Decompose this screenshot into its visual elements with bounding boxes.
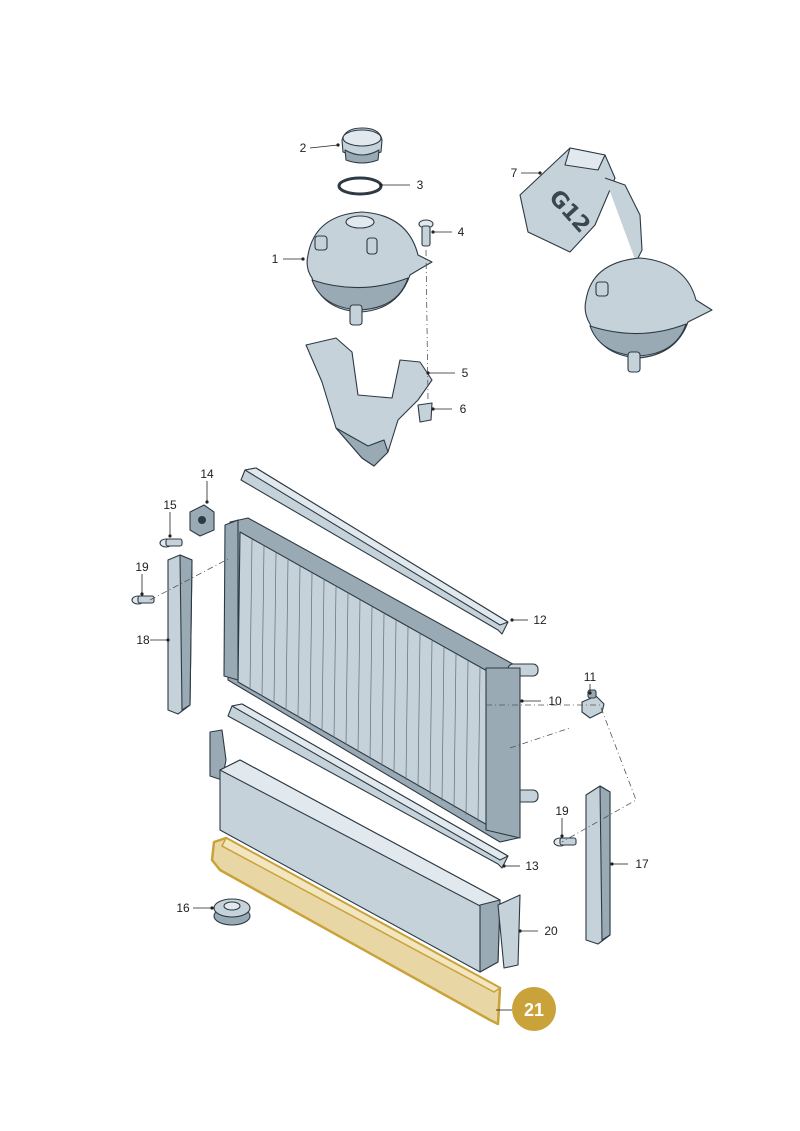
callout-1-label: 1 — [272, 252, 279, 266]
callout-10: 10 — [520, 694, 562, 708]
callout-17-label: 17 — [635, 857, 649, 871]
callout-15-label: 15 — [163, 498, 177, 512]
clip-nut[interactable] — [417, 402, 433, 423]
callout-19-left: 19 — [135, 560, 149, 596]
callout-14-label: 14 — [200, 467, 214, 481]
callout-11-label: 11 — [584, 670, 597, 684]
highlighted-seal-21[interactable] — [210, 836, 502, 1026]
callout-4-label: 4 — [458, 225, 465, 239]
callout-15: 15 — [163, 498, 177, 538]
callout-12-label: 12 — [533, 613, 547, 627]
callout-18-label: 18 — [136, 633, 150, 647]
callout-17: 17 — [610, 857, 649, 871]
screw-4[interactable] — [418, 219, 434, 247]
callout-14: 14 — [200, 467, 214, 504]
reservoir-cap[interactable] — [341, 127, 383, 164]
callout-16: 16 — [176, 901, 214, 915]
left-side-panel[interactable] — [167, 554, 193, 715]
assembly-lines — [149, 249, 637, 843]
callout-2-label: 2 — [300, 141, 307, 155]
callout-1: 1 — [272, 252, 305, 266]
callout-7: 7 — [511, 166, 542, 180]
expansion-tank[interactable] — [306, 211, 433, 326]
callout-7-label: 7 — [511, 166, 518, 180]
radiator-fins — [249, 538, 481, 823]
callout-5-label: 5 — [462, 366, 469, 380]
callout-10-label: 10 — [548, 694, 562, 708]
callout-3-label: 3 — [417, 178, 424, 192]
callout-21-badge[interactable]: 21 — [496, 987, 556, 1031]
callout-6: 6 — [431, 402, 467, 416]
screw-19-right[interactable] — [553, 837, 577, 847]
callout-16-label: 16 — [176, 901, 190, 915]
callout-20: 20 — [518, 924, 558, 938]
coolant-canister[interactable]: G12 — [519, 147, 643, 263]
callout-19-right: 19 — [555, 804, 569, 838]
callout-19a-label: 19 — [135, 560, 149, 574]
callout-19b-label: 19 — [555, 804, 569, 818]
screw-15[interactable] — [159, 538, 183, 548]
callout-12: 12 — [510, 613, 547, 627]
callout-13-label: 13 — [525, 859, 539, 873]
rubber-mount[interactable] — [189, 504, 215, 537]
callout-13: 13 — [502, 859, 539, 873]
callout-6-label: 6 — [460, 402, 467, 416]
charge-air-cooler[interactable] — [209, 729, 521, 973]
callout-5: 5 — [426, 366, 469, 380]
o-ring[interactable] — [337, 176, 383, 196]
upper-seal-strip[interactable] — [240, 467, 509, 635]
tank-bracket[interactable] — [305, 337, 433, 467]
callout-11: 11 — [584, 670, 597, 695]
callout-4: 4 — [431, 225, 465, 239]
screw-19-left[interactable] — [131, 595, 155, 605]
right-side-panel[interactable] — [585, 785, 611, 945]
lower-seal-strip[interactable] — [227, 703, 509, 869]
callout-2: 2 — [300, 141, 340, 155]
callout-3: 3 — [379, 178, 424, 192]
radiator[interactable] — [223, 517, 539, 843]
expansion-tank-filled — [584, 257, 713, 373]
callout-20-label: 20 — [544, 924, 558, 938]
badge-circle — [512, 987, 556, 1031]
callout-18: 18 — [136, 633, 170, 647]
temperature-sensor[interactable] — [581, 689, 605, 719]
grommet[interactable] — [213, 898, 251, 926]
badge-label: 21 — [524, 1000, 544, 1020]
